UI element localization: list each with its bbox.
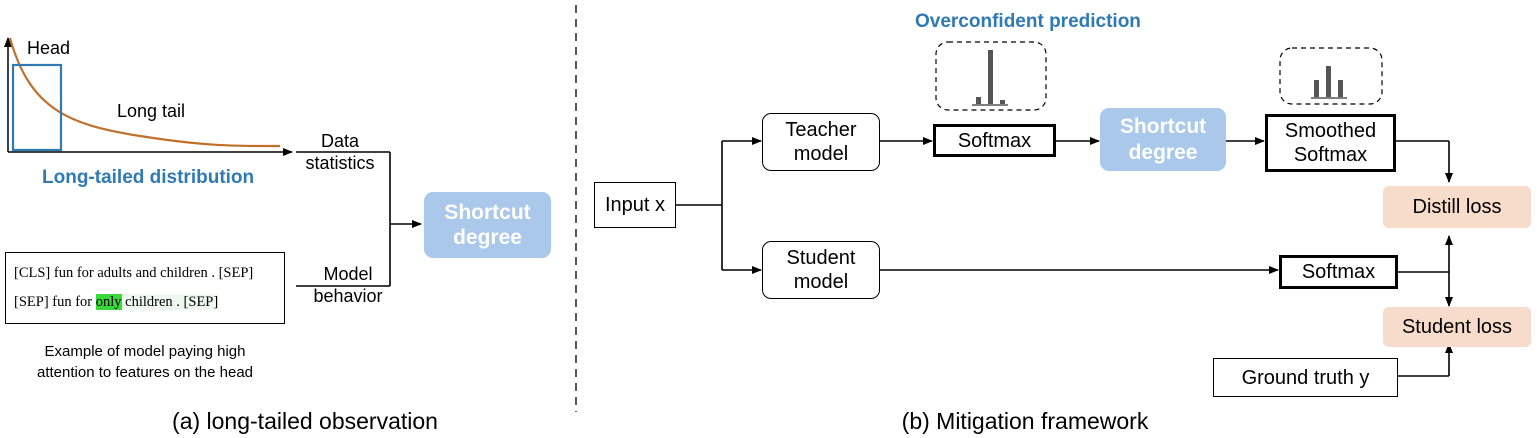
ground-truth-node: Ground truth y <box>1213 358 1398 397</box>
smoothed-bubble <box>1279 47 1383 105</box>
caption-b: (b) Mitigation framework <box>901 408 1149 434</box>
model-behavior-label: Model behavior <box>313 264 383 306</box>
overconfident-label: Overconfident prediction <box>915 11 1141 32</box>
input-node: Input x <box>594 182 676 228</box>
distribution-title: Long-tailed distribution <box>42 167 255 188</box>
caption-a: (a) long-tailed observation <box>172 408 438 434</box>
sharp-distribution-icon <box>972 50 1008 106</box>
distill-loss-node: Distill loss <box>1383 186 1531 228</box>
highlighted-token: only <box>95 294 122 310</box>
attention-example-box: [CLS] fun for adults and children . [SEP… <box>5 252 285 324</box>
example-line-2: [SEP] fun for only children . [SEP] <box>14 294 219 310</box>
head-region <box>11 63 63 152</box>
softmax-bottom-node: Softmax <box>1279 255 1398 289</box>
smoothed-distribution-icon <box>1311 66 1347 99</box>
long-tail-curve <box>8 37 281 148</box>
softmax-top-node: Softmax <box>933 124 1056 157</box>
student-loss-node: Student loss <box>1383 307 1531 347</box>
example-caption: Example of model paying high attention t… <box>37 343 253 381</box>
example-line-1: [CLS] fun for adults and children . [SEP… <box>14 265 254 281</box>
teacher-model-node: Teacher model <box>762 113 880 171</box>
smoothed-softmax-node: Smoothed Softmax <box>1265 114 1396 172</box>
data-statistics-label: Data statistics <box>305 131 375 173</box>
student-model-node: Student model <box>762 241 880 299</box>
head-label: Head <box>27 38 71 58</box>
long-tail-label: Long tail <box>117 101 186 121</box>
overconfident-bubble <box>935 41 1047 111</box>
shortcut-degree-node-left: Shortcut degree <box>424 192 551 258</box>
shortcut-degree-node-right: Shortcut degree <box>1100 108 1226 171</box>
